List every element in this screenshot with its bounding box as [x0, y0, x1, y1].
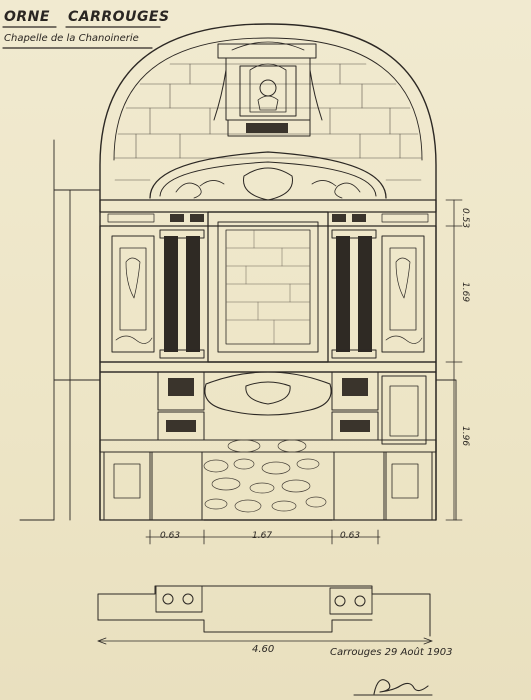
- horizontal-dimension-line: [145, 529, 381, 545]
- department-label: ORNE: [4, 9, 50, 25]
- lower-register: [99, 361, 437, 521]
- dim-top-height: 0.53: [460, 208, 470, 229]
- place-date-note: Carrouges 29 Août 1903: [330, 647, 453, 658]
- dim-lower-height: 1.96: [460, 426, 470, 447]
- vertical-dimension-line: [445, 199, 463, 521]
- dim-upper-height: 1.69: [460, 282, 470, 303]
- dim-width-center: 1.67: [252, 531, 273, 541]
- town-label: CARROUGES: [68, 9, 170, 25]
- header-underlines: [2, 26, 161, 49]
- plan-view: [97, 585, 433, 645]
- crowning-niche: [213, 41, 323, 137]
- dim-total-width: 4.60: [252, 644, 275, 655]
- chapel-subtitle: Chapelle de la Chanoinerie: [4, 33, 139, 44]
- dim-width-right: 0.63: [340, 531, 361, 541]
- wall-arch: [19, 23, 457, 521]
- signature-mark: [353, 679, 433, 696]
- scrolled-pediment: [149, 151, 387, 201]
- retable-body: [99, 211, 437, 363]
- dim-width-left: 0.63: [160, 531, 181, 541]
